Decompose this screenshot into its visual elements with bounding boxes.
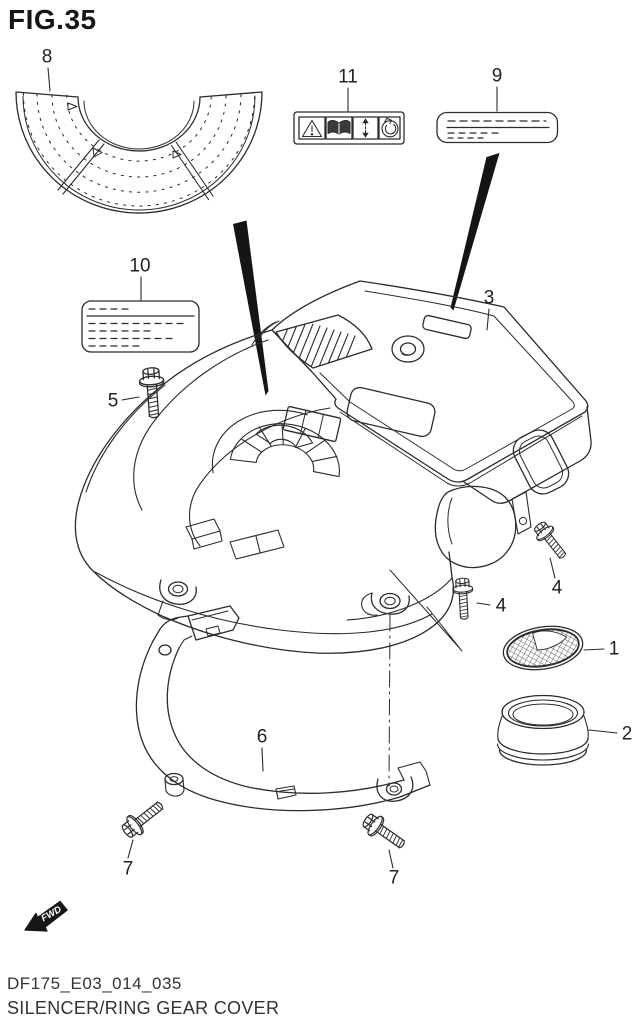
pointer-wedge-left xyxy=(233,220,269,396)
callout-part-11: 11 xyxy=(338,66,358,88)
fwd-arrow-icon: FWD xyxy=(24,900,68,932)
part-9-label xyxy=(436,111,559,144)
kill-switch-icon xyxy=(381,117,399,138)
callout-part-1: 1 xyxy=(608,638,620,660)
callout-part-10: 10 xyxy=(129,255,151,277)
part-7-bolt-left xyxy=(117,795,169,843)
figure-code: DF175_E03_014_035 xyxy=(7,974,182,993)
part-6-ring-gear-cover xyxy=(135,605,431,812)
vertical-arrows-icon xyxy=(362,118,369,138)
part-11-warning-label xyxy=(293,111,405,145)
pointer-wedge-right xyxy=(450,153,500,311)
part-4-bolt-right xyxy=(530,518,572,564)
callout-part-5: 5 xyxy=(107,390,119,412)
figure-caption: SILENCER/RING GEAR COVER xyxy=(7,998,280,1018)
owners-manual-icon xyxy=(327,120,351,135)
part-4-bolt-front xyxy=(451,577,475,621)
warning-triangle-icon xyxy=(301,119,323,138)
part-1-strainer-screen xyxy=(502,625,584,671)
part-10-caution-label xyxy=(81,300,200,353)
callout-part-3: 3 xyxy=(483,287,495,309)
callout-part-7-right: 7 xyxy=(388,867,400,889)
callout-part-4-front: 4 xyxy=(495,595,507,617)
part-2-seal-ring xyxy=(496,694,590,766)
callout-part-6: 6 xyxy=(256,726,268,748)
part-7-bolt-right xyxy=(358,809,411,855)
callout-part-4-right: 4 xyxy=(551,577,563,599)
leader-lines xyxy=(47,67,618,869)
callout-part-9: 9 xyxy=(491,65,503,87)
part-8-cushion xyxy=(15,91,263,214)
bolt-axis-centerline xyxy=(388,614,391,787)
callout-part-8: 8 xyxy=(41,46,53,68)
figure-title: FIG.35 xyxy=(8,4,97,35)
callout-part-7-left: 7 xyxy=(122,858,134,880)
part-3-silencer-cover xyxy=(74,280,592,654)
callout-part-2: 2 xyxy=(621,723,632,745)
